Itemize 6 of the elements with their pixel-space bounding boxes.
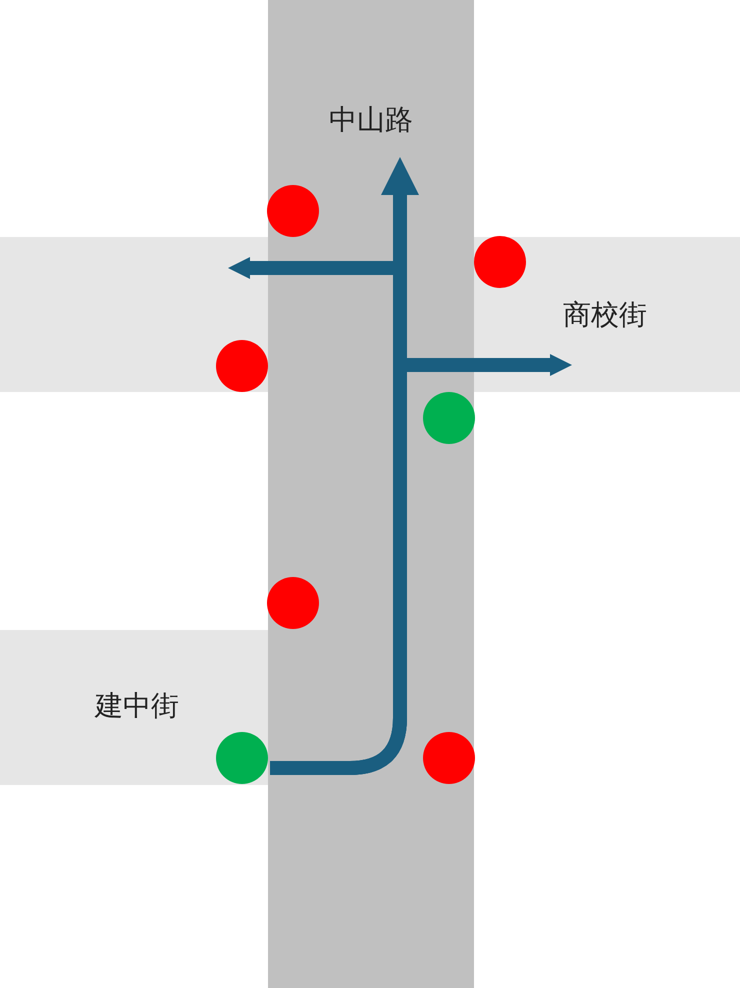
- road-name: 中山路: [329, 102, 413, 138]
- road-band: [0, 237, 268, 392]
- road-band: [0, 630, 268, 785]
- road-band: [474, 237, 740, 392]
- road-name: 商校街: [563, 297, 647, 333]
- road-name: 建中街: [95, 688, 179, 724]
